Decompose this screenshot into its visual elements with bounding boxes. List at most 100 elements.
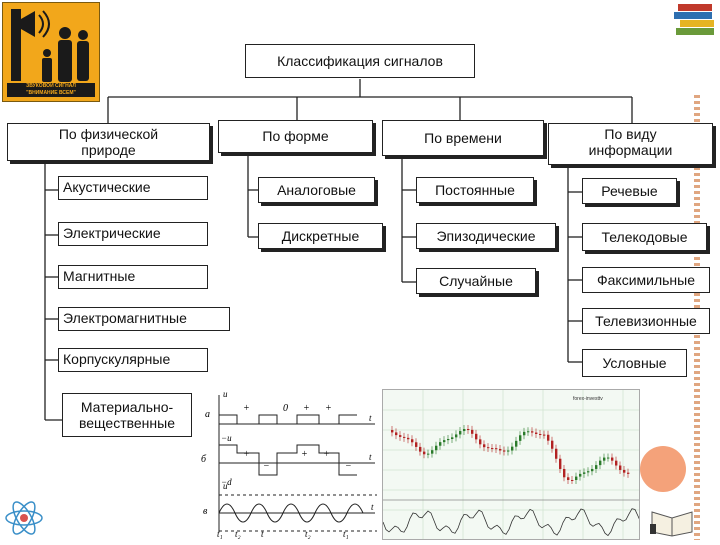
candle-body bbox=[487, 447, 490, 449]
candle-body bbox=[431, 450, 434, 454]
item-material: Материально- вещественные bbox=[62, 393, 192, 437]
candle-body bbox=[599, 460, 602, 466]
time-tick-1: t₁ bbox=[217, 529, 223, 539]
candle-body bbox=[615, 460, 618, 466]
time-tick-2: t₂ bbox=[235, 529, 241, 539]
symbol-b-4: + bbox=[323, 449, 330, 460]
item-discrete: Дискретные bbox=[258, 223, 383, 249]
candle-body bbox=[551, 440, 554, 449]
candle-body bbox=[471, 429, 474, 434]
time-label-v: t bbox=[371, 502, 374, 512]
candle-body bbox=[627, 472, 630, 474]
candle-body bbox=[439, 442, 442, 446]
candle-body bbox=[611, 457, 614, 461]
candle-body bbox=[479, 439, 482, 445]
candle-body bbox=[459, 431, 462, 435]
candle-body bbox=[451, 437, 454, 439]
time-tick-5: t₁ bbox=[343, 529, 349, 539]
time-tick-4: t₂ bbox=[305, 529, 311, 539]
signal-waveform-figure: a б в u −u −d u + 0 + + + − + + − t t t … bbox=[197, 387, 380, 540]
level-u: u bbox=[223, 389, 228, 399]
symbol-a-3: + bbox=[303, 403, 310, 414]
category-form: По форме bbox=[218, 120, 373, 153]
candle-body bbox=[443, 440, 446, 443]
candle-body bbox=[435, 445, 438, 451]
level-minus-d: −d bbox=[221, 477, 232, 487]
candle-body bbox=[523, 431, 526, 436]
candle-body bbox=[587, 471, 590, 473]
category-information: По виду информации bbox=[548, 123, 713, 165]
item-television: Телевизионные bbox=[582, 308, 710, 334]
level-minus-u: −u bbox=[221, 433, 232, 443]
candle-body bbox=[395, 432, 398, 436]
candle-body bbox=[483, 444, 486, 448]
books-icon bbox=[674, 4, 714, 35]
candle-body bbox=[467, 429, 470, 431]
candle-body bbox=[539, 433, 542, 435]
item-random: Случайные bbox=[416, 268, 536, 294]
candle-body bbox=[427, 453, 430, 455]
level-u-2: u bbox=[223, 481, 228, 491]
candle-body bbox=[543, 434, 546, 436]
candle-body bbox=[531, 431, 534, 433]
item-electric: Электрические bbox=[58, 222, 208, 246]
candle-body bbox=[527, 431, 530, 433]
item-constant: Постоянные bbox=[416, 177, 534, 203]
candle-body bbox=[623, 469, 626, 473]
category-time: По времени bbox=[382, 120, 544, 156]
row-label-v: в bbox=[203, 506, 208, 517]
symbol-b-5: − bbox=[345, 461, 352, 472]
row-label-b: б bbox=[201, 454, 207, 465]
item-telecode: Телекодовые bbox=[582, 223, 707, 251]
forex-chart-image: forex-investtv bbox=[382, 389, 640, 540]
atom-icon bbox=[5, 501, 43, 535]
time-label-a: t bbox=[369, 413, 372, 423]
candle-body bbox=[423, 451, 426, 455]
symbol-b-3: + bbox=[301, 449, 308, 460]
candle-body bbox=[591, 468, 594, 472]
candle-body bbox=[415, 442, 418, 447]
candle-body bbox=[403, 436, 406, 438]
symbol-a-2: 0 bbox=[283, 403, 288, 414]
candle-body bbox=[535, 432, 538, 434]
candle-body bbox=[583, 472, 586, 474]
candle-body bbox=[491, 448, 494, 450]
candle-body bbox=[563, 468, 566, 478]
candle-body bbox=[495, 448, 498, 450]
candle-body bbox=[407, 437, 410, 440]
time-tick-3: t bbox=[261, 529, 264, 539]
candle-body bbox=[575, 476, 578, 480]
symbol-b-1: + bbox=[243, 449, 250, 460]
candle-body bbox=[463, 429, 466, 432]
chart-caption: forex-investtv bbox=[573, 396, 603, 402]
candle-body bbox=[603, 457, 606, 461]
candle-body bbox=[391, 430, 394, 433]
item-speech: Речевые bbox=[582, 178, 677, 204]
logo-figures-icon bbox=[11, 9, 89, 82]
item-conditional: Условные bbox=[582, 349, 687, 377]
symbol-a-4: + bbox=[325, 403, 332, 414]
symbol-b-2: − bbox=[263, 461, 270, 472]
candle-body bbox=[559, 458, 562, 469]
candle-body bbox=[455, 434, 458, 438]
candle-body bbox=[571, 480, 574, 481]
candle-body bbox=[475, 433, 478, 440]
item-corpuscular: Корпускулярные bbox=[58, 348, 208, 372]
item-analog: Аналоговые bbox=[258, 177, 375, 203]
candle-body bbox=[399, 435, 402, 437]
candle-body bbox=[511, 446, 514, 451]
candle-body bbox=[503, 450, 506, 452]
item-electromagnetic: Электромагнитные bbox=[58, 307, 230, 331]
candle-body bbox=[447, 438, 450, 441]
logo: ЗВУКОВОЙ СИГНАЛ "ВНИМАНИЕ ВСЕМ" bbox=[2, 2, 100, 102]
candle-body bbox=[579, 473, 582, 477]
candle-body bbox=[507, 450, 510, 452]
item-magnetic: Магнитные bbox=[58, 265, 208, 289]
item-episodic: Эпизодические bbox=[416, 223, 556, 249]
candle-body bbox=[499, 448, 502, 451]
candle-body bbox=[411, 439, 414, 443]
category-physical: По физической природе bbox=[7, 123, 210, 161]
candle-body bbox=[555, 448, 558, 459]
candle-body bbox=[547, 434, 550, 441]
open-book-icon bbox=[650, 511, 693, 537]
